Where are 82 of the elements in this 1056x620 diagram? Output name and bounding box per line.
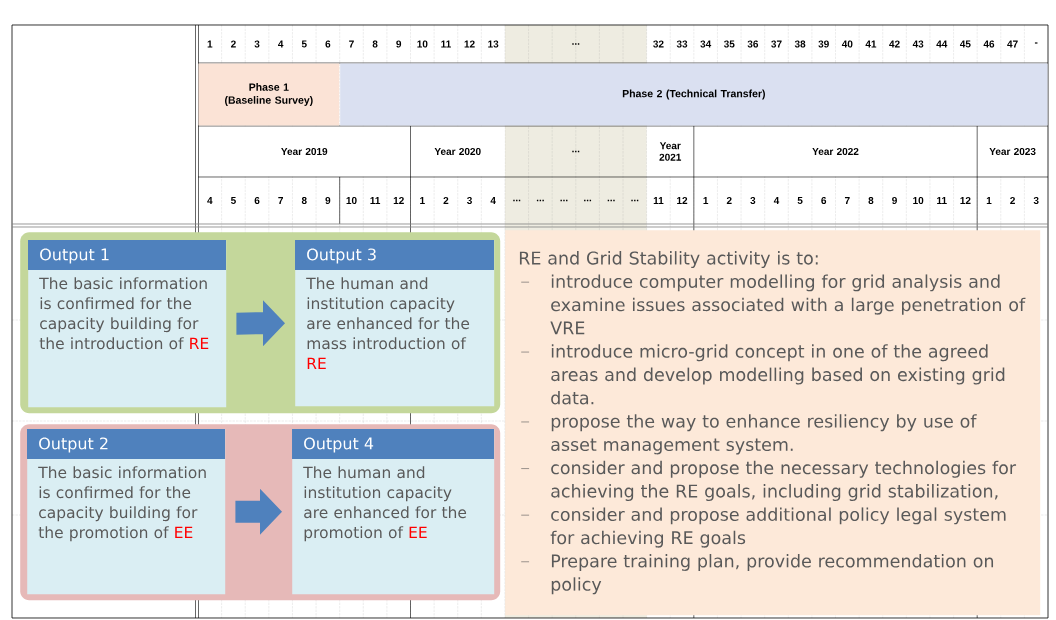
year-label: Year 2019 — [281, 147, 328, 156]
column-number: 45 — [959, 40, 971, 48]
month-label: ... — [584, 199, 592, 202]
column-number: 42 — [889, 40, 900, 48]
column-number: 9 — [396, 40, 402, 48]
output-card: Output 3 The human and institution capacity are enhanced for the mass introduction of RE — [295, 240, 495, 407]
month-label: 9 — [892, 196, 897, 205]
month-label: 2 — [726, 197, 732, 204]
column-number: 10 — [417, 40, 428, 48]
phase-band: Phase 1 (Baseline Survey) — [198, 63, 340, 126]
month-label: 3 — [467, 196, 472, 205]
year-label: Year 2021 — [659, 142, 682, 161]
month-label: 10 — [346, 196, 357, 205]
column-number: 8 — [372, 40, 378, 48]
column-number: ... — [572, 43, 580, 45]
column-number: 5 — [301, 40, 307, 48]
month-label: 3 — [750, 196, 756, 205]
column-number: 1 — [207, 40, 213, 48]
column-number: 39 — [818, 40, 829, 48]
column-number: - — [1034, 42, 1038, 44]
column-number: 47 — [1007, 40, 1018, 48]
output-card: Output 2 The basic information is confirmed for the capacity building for the promotion of EE — [27, 429, 226, 595]
column-number: 35 — [723, 40, 735, 48]
column-number: 6 — [325, 40, 331, 48]
phase-band: Phase 2 (Technical Transfer) — [340, 63, 1048, 126]
month-label: 8 — [868, 196, 874, 205]
output-card: Output 4 The human and institution capacity are enhanced for the promotion of EE — [292, 429, 495, 595]
block-arrow — [236, 300, 285, 347]
month-label: ... — [560, 199, 568, 202]
month-label: 10 — [913, 196, 924, 205]
month-label: 4 — [490, 197, 496, 204]
month-label: 4 — [773, 197, 780, 204]
month-label: ... — [536, 199, 544, 202]
month-label: 7 — [844, 197, 850, 204]
month-label: 5 — [230, 197, 236, 204]
column-number: 36 — [747, 40, 759, 48]
activity-panel: RE and Grid Stability activity is to: introduce computer modelling for grid analysis and examine issues associated with a large penetration of VRE introduce micro-grid concept in one of the agreed areas and develop modelling based on existing grid data. propose the way to enhance resiliency by use of asset management system. consider and propose the necessary technologies for achieving the RE goals, including grid stabilization, consider and propose additional policy legal system for achieving RE goals Prepare training plan, provide recommendation on policy — [505, 230, 1041, 616]
year-label: Year 2022 — [812, 147, 859, 156]
column-number: 11 — [441, 40, 451, 48]
column-number: 12 — [464, 40, 475, 48]
column-number: 34 — [700, 40, 712, 48]
column-number: 44 — [936, 40, 948, 48]
month-label: 11 — [370, 197, 381, 204]
month-label: 1 — [986, 197, 992, 204]
column-number: 41 — [865, 40, 877, 48]
month-label: 12 — [677, 197, 688, 204]
month-label: ... — [631, 199, 639, 202]
month-label: 9 — [325, 196, 331, 205]
column-number: 4 — [278, 40, 284, 48]
column-number: 40 — [841, 40, 853, 48]
month-label: 3 — [1033, 196, 1039, 205]
month-label: 12 — [393, 197, 404, 204]
month-label: 1 — [703, 197, 709, 204]
month-label: 6 — [821, 196, 827, 205]
column-number: 2 — [231, 40, 236, 48]
year-label: Year 2020 — [434, 147, 481, 156]
column-number: 33 — [676, 40, 688, 48]
month-label: ... — [607, 199, 615, 202]
month-label: 11 — [937, 197, 947, 204]
month-label: 2 — [1010, 197, 1015, 204]
month-label: ... — [513, 199, 521, 202]
column-number: 38 — [794, 40, 806, 48]
column-number: 46 — [983, 40, 995, 48]
column-number: 13 — [488, 40, 499, 48]
month-label: 4 — [207, 197, 213, 204]
year-label: Year 2023 — [989, 147, 1036, 156]
month-label: 1 — [420, 197, 425, 204]
month-label: 11 — [653, 197, 664, 204]
year-label: ... — [572, 150, 580, 153]
column-number: 37 — [771, 40, 782, 48]
column-number: 32 — [653, 40, 664, 48]
output-card: Output 1 The basic information is confirmed for the capacity building for the introduction of RE — [28, 240, 227, 408]
column-number: 3 — [254, 40, 260, 48]
month-label: 12 — [960, 197, 971, 204]
month-label: 7 — [278, 197, 283, 204]
month-label: 8 — [301, 196, 307, 205]
month-label: 2 — [443, 197, 449, 204]
month-label: 5 — [797, 197, 803, 204]
column-number: 7 — [349, 40, 354, 48]
block-arrow — [235, 488, 282, 535]
column-number: 43 — [912, 40, 924, 48]
month-label: 6 — [254, 196, 260, 205]
